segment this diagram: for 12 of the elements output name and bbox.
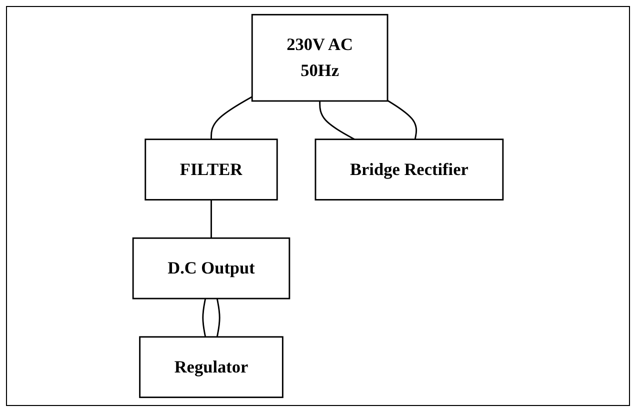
node-box [144,138,278,200]
connector [216,298,220,338]
connector [319,100,355,140]
connector [210,200,212,238]
node-box [132,237,290,300]
connector [210,96,252,140]
node-box [139,336,284,398]
connector [387,100,418,140]
node-box [251,14,388,102]
node-box [314,138,504,200]
page-border: 230V AC 50Hz FILTER D.C Output Bridge Rectifier Regulator [6,6,630,406]
connector [202,298,206,338]
